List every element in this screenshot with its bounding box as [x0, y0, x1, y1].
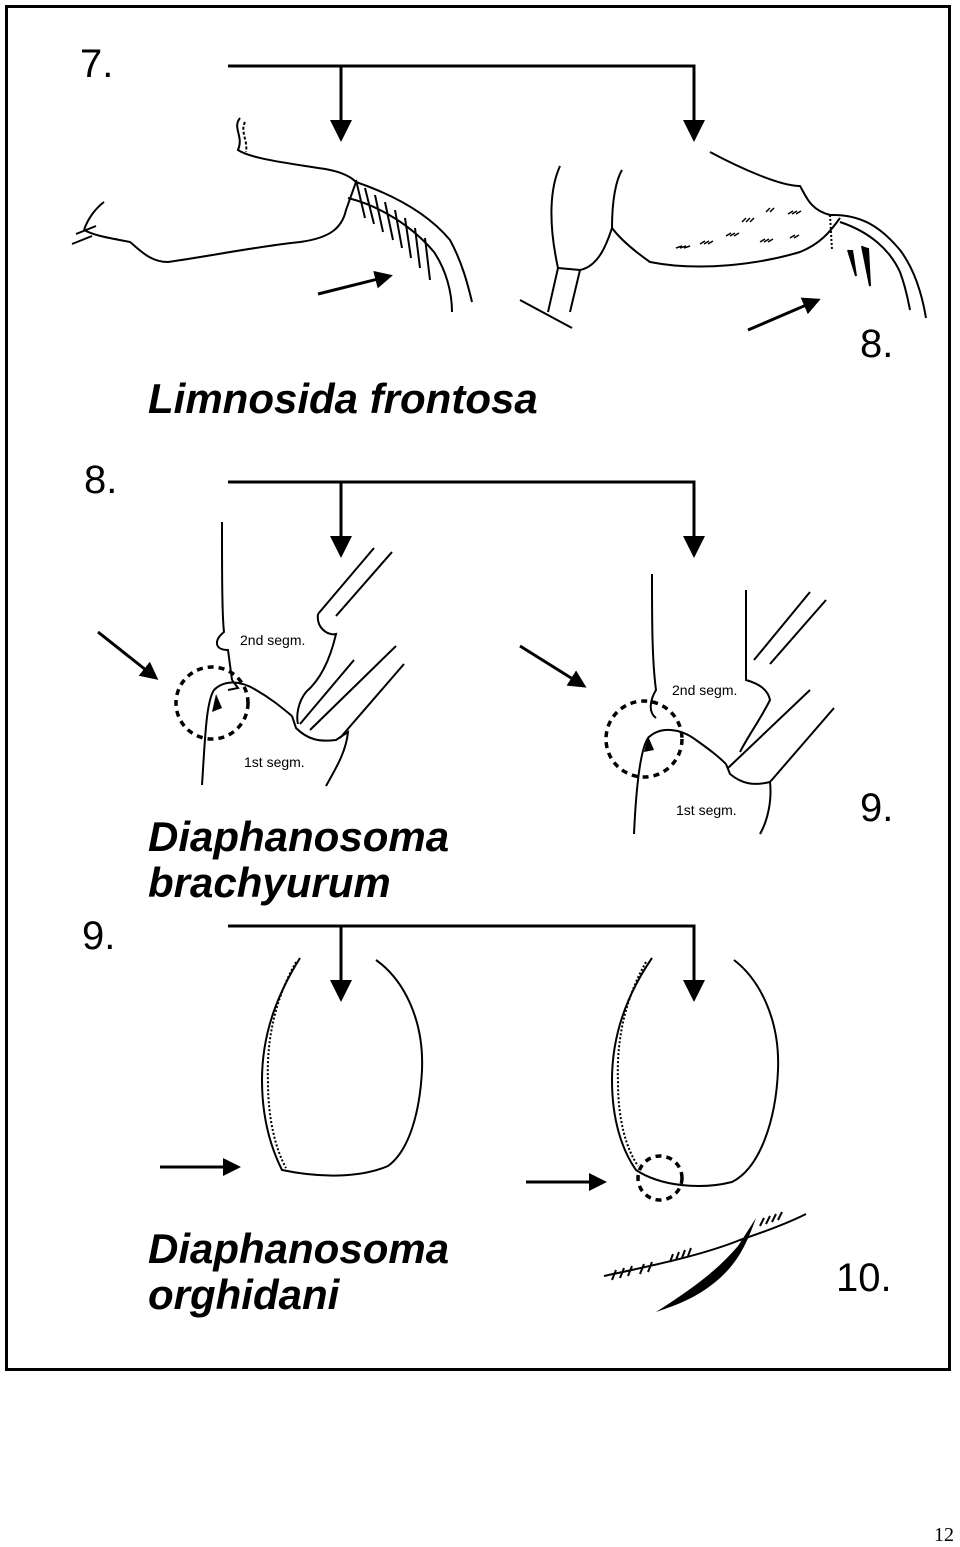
orghidani-spine	[656, 1218, 756, 1312]
limnosida-claw-spines	[847, 245, 871, 287]
panel-9-species-line1: Diaphanosoma	[148, 1225, 450, 1272]
panel-7-bracket	[228, 64, 696, 122]
panel-9-bracket	[228, 924, 696, 982]
panel-8-species-line1: Diaphanosoma	[148, 813, 450, 860]
panel-8-arrowhead-right	[683, 536, 705, 558]
brachyurum-right-circle	[604, 699, 684, 779]
panel-9-species-line2: orghidani	[148, 1271, 340, 1318]
label-2nd-segm-left: 2nd segm.	[240, 632, 306, 648]
panel-8-species: Diaphanosoma brachyurum	[148, 814, 449, 906]
panel-9-species: Diaphanosoma orghidani	[148, 1226, 449, 1318]
panel-7-arrowhead-left	[330, 120, 352, 142]
page-number: 12	[934, 1524, 954, 1546]
panel-8-number: 8.	[84, 458, 118, 502]
panel-8-pointer-arrow-left	[97, 630, 159, 680]
label-1st-segm-right: 1st segm.	[676, 802, 737, 818]
panel-8-bracket	[228, 480, 696, 538]
panel-9-arrowhead-left	[330, 980, 352, 1002]
orghidani-spine-detail	[603, 1211, 807, 1281]
panel-7-pointer-arrow-right	[747, 297, 821, 332]
limnosida-detail-drawing	[519, 151, 927, 329]
panel-7-species: Limnosida frontosa	[148, 375, 538, 422]
panel-9-number: 9.	[82, 914, 116, 958]
label-1st-segm-left: 1st segm.	[244, 754, 305, 770]
panel-7-number: 7.	[80, 42, 114, 86]
orghidani-left-drawing	[260, 957, 424, 1177]
brachyurum-left-drawing	[201, 521, 405, 787]
panel-8-marker: 9.	[860, 786, 894, 830]
orghidani-right-circle	[636, 1154, 684, 1202]
brachyurum-right-drawing	[633, 573, 835, 835]
panel-7-arrowhead-right	[683, 120, 705, 142]
label-2nd-segm-right: 2nd segm.	[672, 682, 738, 698]
panel-9-marker: 10.	[836, 1256, 892, 1300]
panel-7-pointer-arrow-left	[317, 270, 393, 296]
panel-8-species-line2: brachyurum	[148, 859, 391, 906]
brachyurum-left-circle	[174, 665, 250, 741]
panel-9-arrowhead-right	[683, 980, 705, 1002]
brachyurum-right-spine	[644, 736, 654, 752]
panel-8-pointer-arrow-right	[519, 644, 587, 688]
limnosida-postabdomen-drawing	[71, 117, 473, 313]
panel-7-marker: 8.	[860, 322, 894, 366]
panel-8-arrowhead-left	[330, 536, 352, 558]
brachyurum-left-spine	[212, 694, 222, 712]
orghidani-right-drawing	[610, 957, 780, 1187]
figure-frame	[5, 5, 951, 1371]
